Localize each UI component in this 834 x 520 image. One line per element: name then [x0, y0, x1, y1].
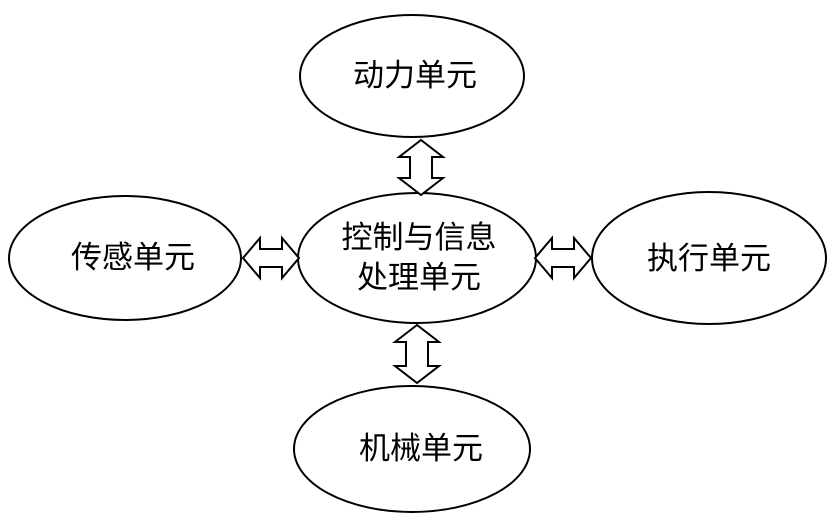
- power-unit-label: 动力单元: [353, 58, 477, 94]
- sensing-unit-node: [8, 195, 242, 321]
- mechanical-unit-label: 机械单元: [359, 431, 483, 467]
- control-unit-label: 控制与信息 处理单元: [342, 218, 497, 298]
- power-unit-node: [299, 14, 525, 138]
- control-mechanical-double-arrow: [392, 323, 442, 385]
- power-control-double-arrow: [396, 138, 446, 197]
- sensing-control-double-arrow: [241, 235, 301, 281]
- sensing-unit-label: 传感单元: [71, 240, 195, 276]
- control-execution-double-arrow: [533, 235, 593, 281]
- mechanical-unit-node: [293, 385, 531, 513]
- control-unit-label-line2: 处理单元: [357, 260, 481, 296]
- control-unit-label-line1: 控制与信息: [341, 220, 497, 256]
- execution-unit-label: 执行单元: [647, 241, 771, 277]
